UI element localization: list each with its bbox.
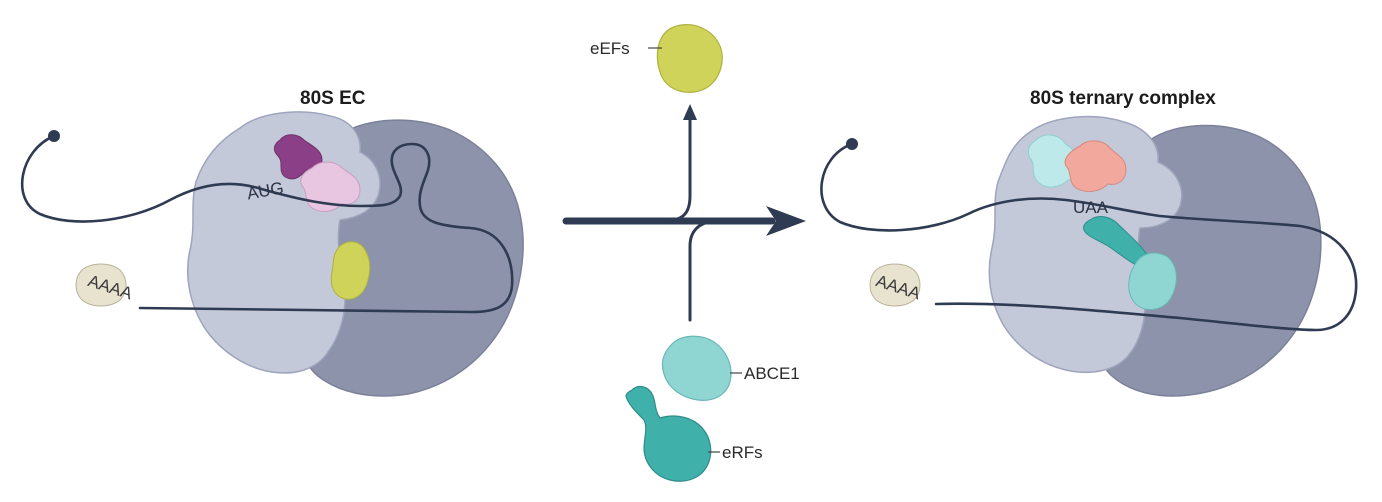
abce1-label: ABCE1: [744, 364, 800, 383]
main-arrow-head: [766, 206, 806, 236]
right-title: 80S ternary complex: [1030, 88, 1216, 109]
abce1-blob: [661, 335, 732, 401]
free-eef-blob: [656, 24, 723, 93]
left-mrna-cap: [48, 130, 60, 142]
left-p-site-trna: [273, 134, 323, 180]
join-branch: [688, 219, 718, 322]
right-codon: UAA: [1073, 198, 1109, 217]
left-mrna: [21, 134, 514, 314]
center-transition: eEFs ABCE1 eRFs: [562, 24, 806, 482]
erfs-label: eRFs: [722, 443, 763, 462]
left-poly-a-binding-protein: [75, 263, 127, 307]
erfs-blob: [625, 385, 712, 482]
left-eef-bound: [330, 241, 371, 300]
right-ribosome-complex: 80S ternary complex UAA AAAA: [820, 88, 1358, 397]
right-poly-a-binding-protein: [869, 263, 921, 307]
left-ribosome-complex: 80S EC AUG AAAA: [21, 88, 524, 397]
eefs-label: eEFs: [590, 39, 630, 58]
right-mrna: [820, 142, 1358, 332]
right-abce1-bound: [1128, 252, 1177, 310]
release-arrow-head: [683, 104, 697, 120]
right-trna-p: [1064, 140, 1127, 192]
release-branch: [662, 118, 692, 223]
right-mrna-cap: [846, 138, 858, 150]
left-title: 80S EC: [300, 88, 366, 109]
